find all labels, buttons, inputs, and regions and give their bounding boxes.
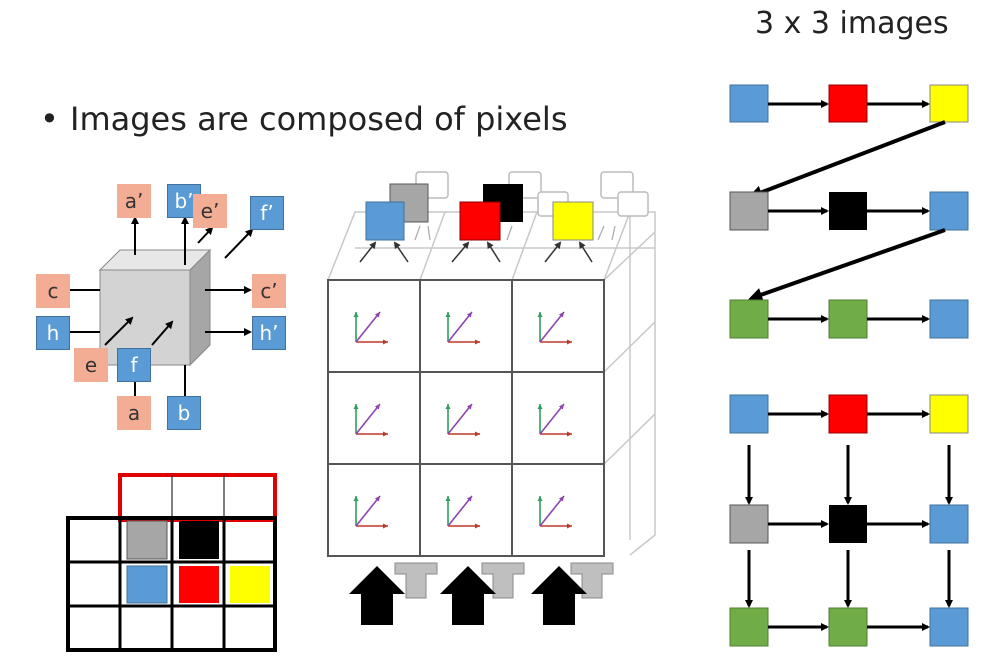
label-f: f (117, 348, 151, 382)
top-yellow-square (552, 201, 594, 241)
axis-glyph-2-2 (537, 495, 572, 529)
seq-blue-2 (929, 191, 969, 231)
seq-yellow-1 (929, 84, 969, 123)
axis-glyph-0-1 (445, 311, 480, 345)
grid-front-face (327, 279, 605, 557)
axis-glyph-1-1 (445, 403, 480, 437)
axis-glyph-2-1 (445, 495, 480, 529)
axis-glyph-0-0 (353, 311, 388, 345)
label-b: b (167, 396, 201, 430)
image-sequence-chain (729, 84, 969, 339)
bullet-label: Images are composed of pixels (70, 100, 568, 138)
cube-side-face (189, 248, 211, 367)
title: 3 x 3 images (755, 6, 949, 41)
pixel-grid (66, 473, 277, 652)
seq-red-1 (828, 84, 868, 123)
axis-glyph-0-2 (537, 311, 572, 345)
label-h-prime: h’ (252, 316, 286, 350)
label-c-prime: c’ (252, 274, 286, 308)
neuron-grid-3d (327, 171, 656, 625)
label-f-prime: f’ (250, 196, 284, 230)
arrow-up-f (224, 228, 254, 259)
axis-glyph-1-2 (537, 403, 572, 437)
top-red-square (459, 201, 501, 241)
arrow-in-e (104, 316, 134, 346)
receptive-field-border (118, 473, 277, 522)
pixel-gray (126, 520, 168, 560)
pixel-red (179, 566, 219, 603)
axis-glyph-2-0 (353, 495, 388, 529)
seq-green-3b (828, 299, 868, 339)
seq-blue-3 (929, 299, 969, 339)
axis-glyphs (353, 311, 572, 529)
seq-blue-1 (729, 84, 769, 123)
arrow-in-f (151, 320, 174, 346)
seq-green-3a (729, 299, 769, 339)
label-b-prime: b’ (167, 184, 201, 218)
seq-black-2 (829, 192, 867, 230)
image-grid-2d (729, 394, 969, 647)
label-e-prime: e’ (193, 194, 227, 228)
label-c: c (36, 274, 70, 308)
axis-glyph-1-0 (353, 403, 388, 437)
bullet-dot: • (40, 100, 59, 138)
pixel-yellow (230, 566, 270, 603)
top-blue-square (365, 201, 405, 241)
pixel-black (179, 521, 219, 559)
label-h: h (36, 316, 70, 350)
label-a: a (117, 396, 151, 430)
input-arrows (349, 562, 614, 625)
seq-gray-2 (729, 191, 769, 231)
pixel-blue (126, 565, 168, 604)
arrow-up-e (197, 226, 214, 244)
bullet-text: • Images are composed of pixels (40, 100, 567, 138)
label-e: e (74, 348, 108, 382)
label-a-prime: a’ (117, 184, 151, 218)
